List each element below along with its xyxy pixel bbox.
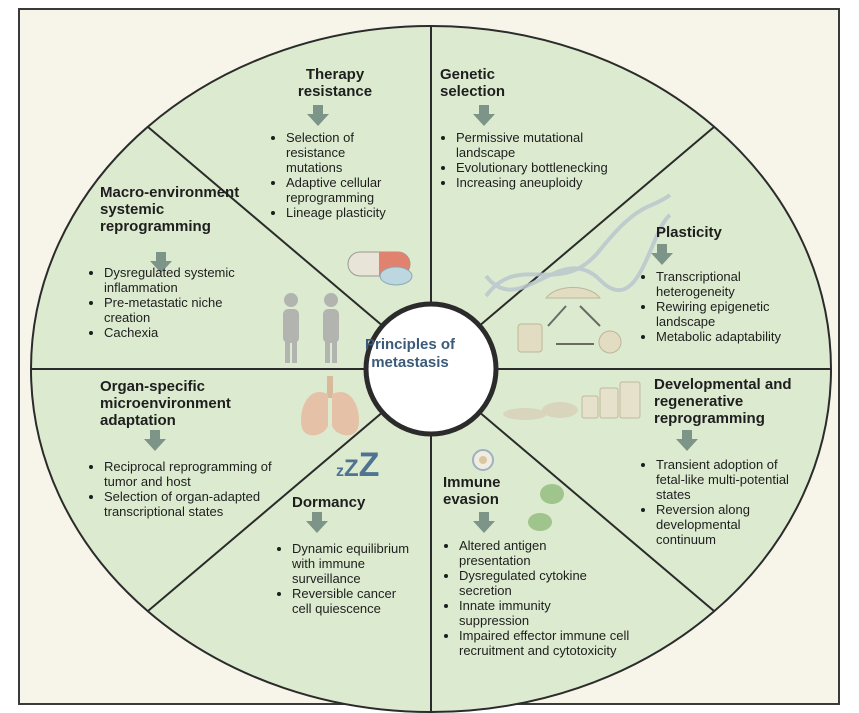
sector-title: Dormancy [292,494,366,511]
developmental-cells-icon [503,381,641,420]
list-item: Reciprocal reprogramming of tumor and ho… [104,459,303,489]
spoke-top-left [147,126,385,328]
lungs-icon [301,376,359,436]
sector-title: Developmental and regenerative reprogram… [654,376,792,427]
list-item: Dysregulated systemic inflammation [104,265,283,295]
bullet-list: Permissive mutational landscape Evolutio… [440,130,646,190]
list-item: Pre-metastatic niche creation [104,295,234,325]
sector-dormancy: Dormancy Dynamic equilibrium with immune… [276,494,416,616]
human-figures-icon [283,293,339,363]
bullet-list: Transient adoption of fetal-like multi-p… [640,457,801,547]
list-item: Evolutionary bottlenecking [456,160,646,175]
list-item: Transcriptional heterogeneity [656,269,800,299]
list-item: Increasing aneuploidy [456,175,646,190]
list-item: Altered antigen presentation [459,538,579,568]
spoke-bottom-left [147,410,385,612]
bullet-list: Dysregulated systemic inflammation Pre-m… [88,265,283,340]
list-item: Dysregulated cytokine secretion [459,568,609,598]
dna-helix-icon [484,193,672,298]
cell-shapes-icon [517,287,622,354]
spoke-bottom-right [477,410,715,612]
sector-title: Genetic selection [440,66,506,100]
center-hub [363,301,499,437]
list-item: Permissive mutational landscape [456,130,646,160]
spoke-top-right [477,126,715,328]
bullet-list: Reciprocal reprogramming of tumor and ho… [88,459,303,519]
sector-title: Immune evasion [443,474,501,508]
sector-therapy-resistance: Therapy resistance Selection of resistan… [270,66,400,220]
sector-organ-specific-adaptation: Organ-specific microenvironment adaptati… [88,378,303,519]
list-item: Transient adoption of fetal-like multi-p… [656,457,801,502]
sleep-zzz-icon: zZZ [336,446,380,484]
list-item: Cachexia [104,325,283,340]
list-item: Impaired effector immune cell recruitmen… [459,628,658,658]
list-item: Reversion along developmental continuum [656,502,801,547]
bullet-list: Transcriptional heterogeneity Rewiring e… [640,269,800,344]
list-item: Lineage plasticity [286,205,400,220]
list-item: Dynamic equilibrium with immune surveill… [292,541,412,586]
list-item: Metabolic adaptability [656,329,800,344]
list-item: Selection of organ-adapted transcription… [104,489,264,519]
bullet-list: Selection of resistance mutations Adapti… [270,130,400,220]
sector-plasticity: Plasticity Transcriptional heterogeneity… [640,224,800,344]
pill-capsule-icon [347,251,413,286]
list-item: Innate immunity suppression [459,598,599,628]
list-item: Reversible cancer cell quiescence [292,586,412,616]
immune-cells-icon [472,449,564,531]
sector-title: Plasticity [656,224,722,241]
list-item: Adaptive cellular reprogramming [286,175,400,205]
sector-title: Organ-specific microenvironment adaptati… [100,378,231,429]
sector-title: Macro-environment systemic reprogramming [100,184,240,235]
sector-developmental-reprogramming: Developmental and regenerative reprogram… [640,376,810,547]
sector-macro-environment-reprogramming: Macro-environment systemic reprogramming… [88,184,283,340]
list-item: Selection of resistance mutations [286,130,400,175]
sector-immune-evasion: Immune evasion Altered antigen presentat… [443,474,658,658]
sector-genetic-selection: Genetic selection Permissive mutational … [440,66,640,190]
center-title: Principles of metastasis [364,336,456,371]
sector-title: Therapy resistance [297,66,373,100]
bullet-list: Altered antigen presentation Dysregulate… [443,538,658,658]
list-item: Rewiring epigenetic landscape [656,299,800,329]
bullet-list: Dynamic equilibrium with immune surveill… [276,541,412,616]
